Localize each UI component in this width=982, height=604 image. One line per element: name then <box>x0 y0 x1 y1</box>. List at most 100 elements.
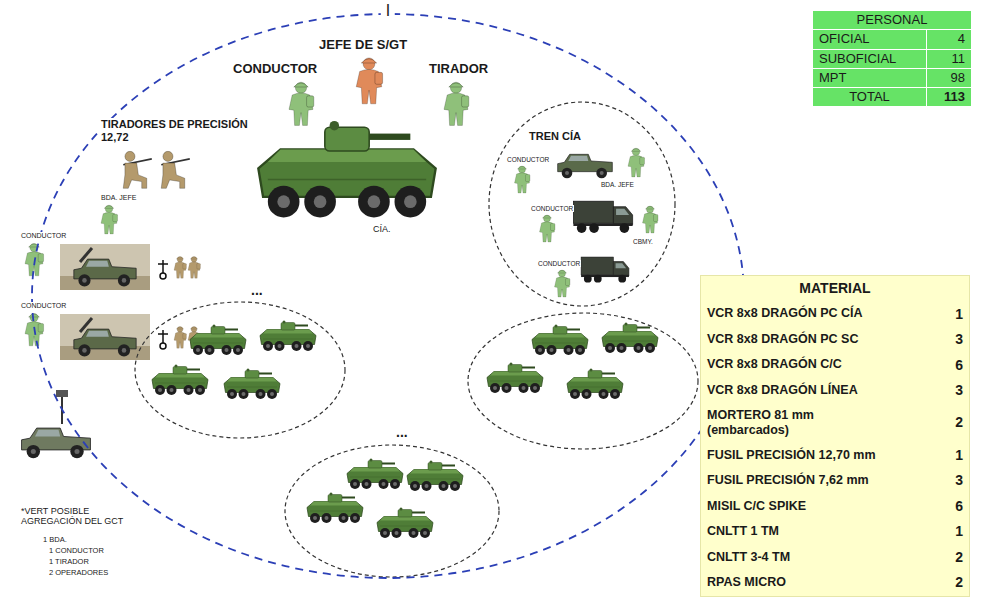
note: 1 BDA. <box>42 536 68 545</box>
mortar-carrier <box>74 259 136 286</box>
sensor-head <box>56 390 68 397</box>
leader-figure <box>628 148 645 177</box>
group-outline <box>32 14 744 578</box>
surveillance-vehicle <box>22 428 91 458</box>
row-label: SUBOFICIAL <box>813 50 926 68</box>
company-boundary: ITREN CÍA <box>30 12 746 580</box>
platoon-vehicle <box>407 461 463 492</box>
light-vehicle <box>558 154 613 178</box>
personnel-table: PERSONALOFICIAL4SUBOFICIAL11MPT98TOTAL11… <box>812 10 972 107</box>
mortar-team <box>25 243 200 290</box>
group-outline <box>487 100 677 308</box>
driver-figure <box>515 166 531 193</box>
group-outline <box>489 102 675 306</box>
crew-figure <box>174 257 186 279</box>
role-label: CONDUCTOR <box>537 260 581 267</box>
medic-figure <box>643 206 659 233</box>
ellipsis: ... <box>395 424 409 440</box>
row-value: 98 <box>927 69 971 87</box>
crew-figure <box>188 257 200 279</box>
role-label: BDA. JEFE <box>100 194 137 202</box>
table-header: PERSONAL <box>813 11 971 29</box>
row-value: 2 <box>939 404 969 443</box>
group-title: TREN CÍA <box>528 130 582 142</box>
platoon-vehicle <box>602 323 658 354</box>
platoon-vehicle <box>347 459 403 490</box>
note: 1 CONDUCTOR <box>48 547 105 556</box>
row-label: CNLTT 3-4 TM <box>701 545 939 571</box>
row-label: FUSIL PRECISIÓN 12,70 mm <box>701 443 939 469</box>
row-value: 4 <box>927 30 971 48</box>
role-label: CONDUCTOR <box>20 232 67 240</box>
group-outline <box>30 12 746 580</box>
row-value: 2 <box>939 545 969 571</box>
platoon-vehicle <box>190 325 246 356</box>
row-value: 6 <box>939 353 969 379</box>
row-value: 1 <box>939 519 969 545</box>
role-label: CONDUCTOR <box>232 62 318 77</box>
command-vehicle <box>258 121 435 218</box>
role-label: CBMY. <box>632 238 654 245</box>
mortar-tube <box>80 248 92 262</box>
row-value: 3 <box>939 327 969 353</box>
commander-figure <box>356 58 382 104</box>
row-label: VCR 8x8 DRAGÓN C/C <box>701 353 939 379</box>
row-value: 1 <box>939 443 969 469</box>
mortar-symbol <box>158 330 168 349</box>
row-label: FUSIL PRECISIÓN 7,62 mm <box>701 468 939 494</box>
platoon-vehicle <box>224 369 280 400</box>
row-label: RPAS MICRO <box>701 570 939 596</box>
platoon-outline <box>285 445 499 577</box>
platoon-vehicle <box>487 363 543 394</box>
row-value: 11 <box>927 50 971 68</box>
row-value: 3 <box>939 468 969 494</box>
truck <box>573 201 632 233</box>
crew-figure <box>174 327 186 349</box>
company-train-group: TREN CÍA <box>487 100 677 308</box>
leader-figure <box>101 205 118 234</box>
driver-figure <box>289 82 314 125</box>
role-label: TIRADOR <box>428 62 489 77</box>
row-value: 2 <box>939 570 969 596</box>
photo-ground <box>60 244 150 290</box>
row-value: 113 <box>927 88 971 106</box>
sniper-figure <box>123 151 152 188</box>
platoon-outline <box>468 313 698 449</box>
driver-figure <box>555 270 571 297</box>
platoon-vehicle <box>260 321 316 352</box>
row-label: MISIL C/C SPIKE <box>701 494 939 520</box>
row-label: TOTAL <box>813 88 926 106</box>
team-label: TIRADORES DE PRECISIÓN 12,72 <box>100 118 272 143</box>
note: *VERT POSIBLE AGREGACIÓN DEL GCT <box>20 506 140 527</box>
driver-figure <box>540 215 556 242</box>
table-header: MATERIAL <box>701 276 969 302</box>
truck <box>581 257 629 283</box>
platoon-vehicle <box>567 369 623 400</box>
row-label: MORTERO 81 mm (embarcados) <box>701 404 838 443</box>
note: 1 TIRADOR <box>48 558 90 567</box>
platoon-vehicle <box>377 508 433 539</box>
platoon-vehicle <box>307 493 363 524</box>
row-value: 1 <box>939 302 969 328</box>
row-label: VCR 8x8 DRAGÓN LÍNEA <box>701 378 939 404</box>
mortar-carrier <box>74 329 136 356</box>
material-table: MATERIALVCR 8x8 DRAGÓN PC CÍA1VCR 8x8 DR… <box>700 275 970 597</box>
sniper-figure <box>161 151 190 188</box>
role-label: JEFE DE S/GT <box>318 38 408 53</box>
gunner-figure <box>444 82 469 125</box>
photo-ground <box>60 314 150 360</box>
role-label: CONDUCTOR <box>530 205 574 212</box>
row-label: MPT <box>813 69 926 87</box>
row-value: 6 <box>939 494 969 520</box>
note: 2 OPERADORES <box>48 569 109 578</box>
row-label: VCR 8x8 DRAGÓN PC SC <box>701 327 939 353</box>
unit-size-mark: I <box>381 1 395 21</box>
role-label: CONDUCTOR <box>506 156 550 163</box>
mortar-tube <box>80 318 92 332</box>
row-label: VCR 8x8 DRAGÓN PC CÍA <box>701 302 939 328</box>
row-label: CNLTT 1 TM <box>701 519 939 545</box>
ellipsis: ... <box>250 282 264 298</box>
vehicle-label: CÍA. <box>372 224 392 234</box>
mortar-symbol <box>158 260 168 279</box>
